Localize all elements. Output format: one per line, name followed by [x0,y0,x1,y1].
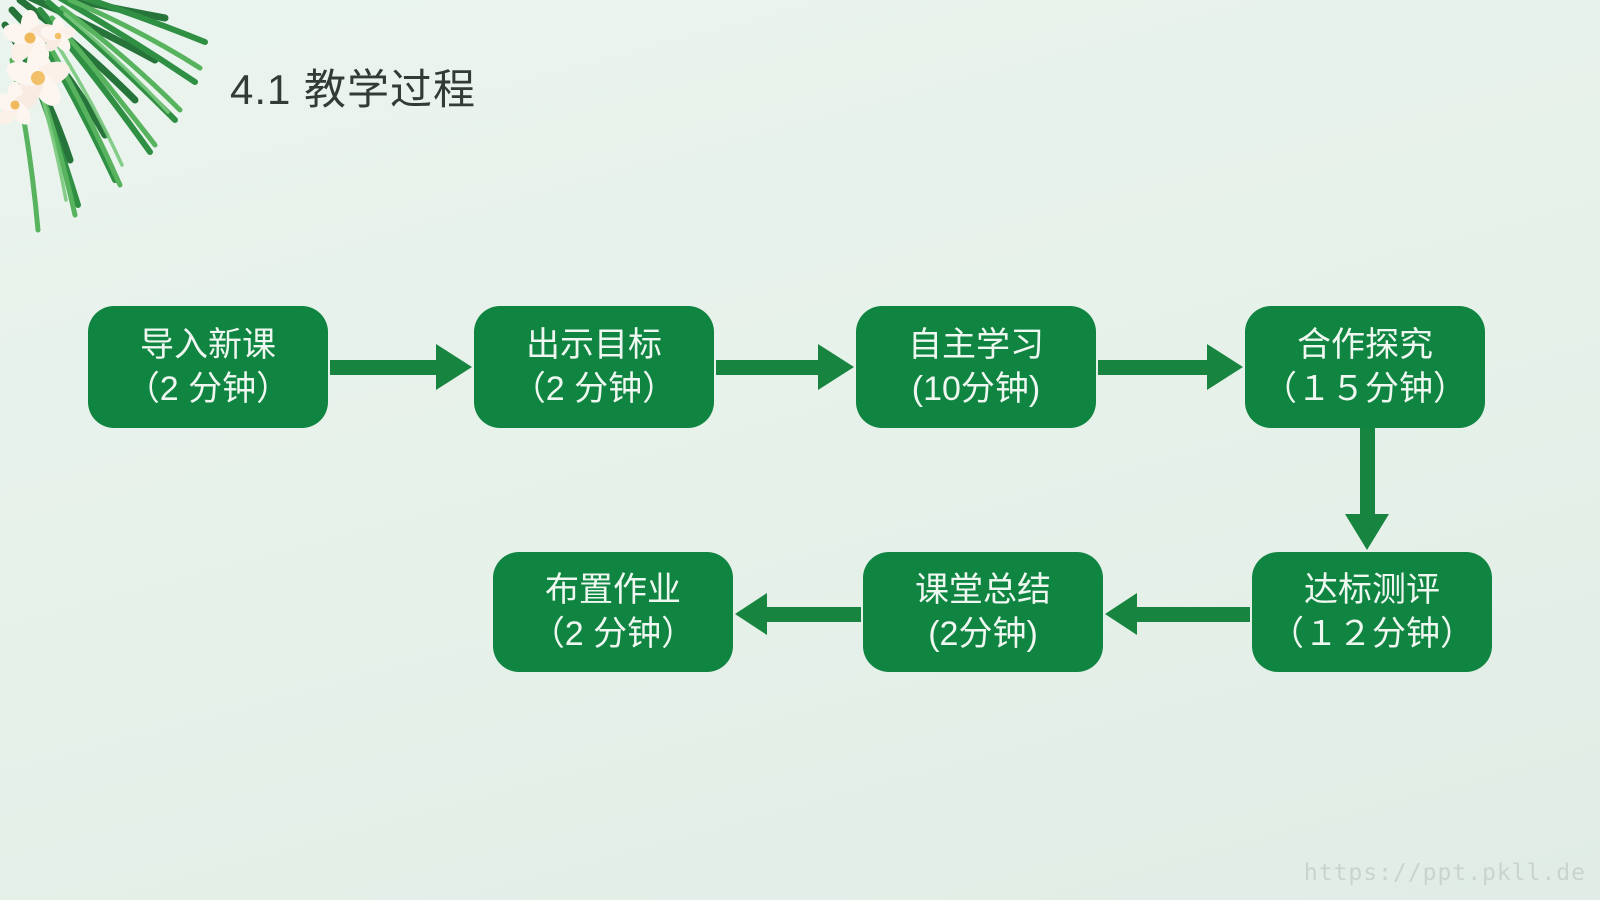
arrow-left-icon [735,591,861,637]
node-label: 达标测评 [1304,570,1440,609]
node-duration: （2 分钟） [511,370,677,408]
watermark-url: https://ppt.pkll.de [1303,860,1586,886]
node-duration: （2 分钟） [530,615,696,653]
node-self-study: 自主学习 (10分钟) [856,306,1096,428]
node-label: 合作探究 [1297,325,1433,364]
node-cooperative-inquiry: 合作探究 （１５分钟） [1245,306,1485,428]
arrow-left-icon [1105,591,1250,637]
node-class-summary: 课堂总结 (2分钟) [863,552,1103,672]
node-label: 布置作业 [545,570,681,609]
node-duration: （１５分钟） [1263,370,1467,408]
node-label: 课堂总结 [915,570,1051,609]
node-duration: （2 分钟） [125,370,291,408]
plumeria-flower-icon [0,9,76,125]
node-standard-assessment: 达标测评 （１２分钟） [1252,552,1492,672]
node-duration: （１２分钟） [1270,615,1474,653]
node-duration: (2分钟) [928,615,1038,653]
node-intro-new-lesson: 导入新课 （2 分钟） [88,306,328,428]
palm-leaves-flowers-icon [0,0,208,233]
arrow-right-icon [716,344,854,390]
node-show-objectives: 出示目标 （2 分钟） [474,306,714,428]
node-label: 出示目标 [526,325,662,364]
arrow-right-icon [1098,344,1243,390]
page-title: 4.1 教学过程 [230,66,477,113]
node-duration: (10分钟) [911,370,1041,408]
node-label: 导入新课 [140,325,276,364]
arrow-down-icon [1345,428,1389,550]
node-assign-homework: 布置作业 （2 分钟） [493,552,733,672]
node-label: 自主学习 [908,325,1044,364]
arrow-right-icon [330,344,472,390]
